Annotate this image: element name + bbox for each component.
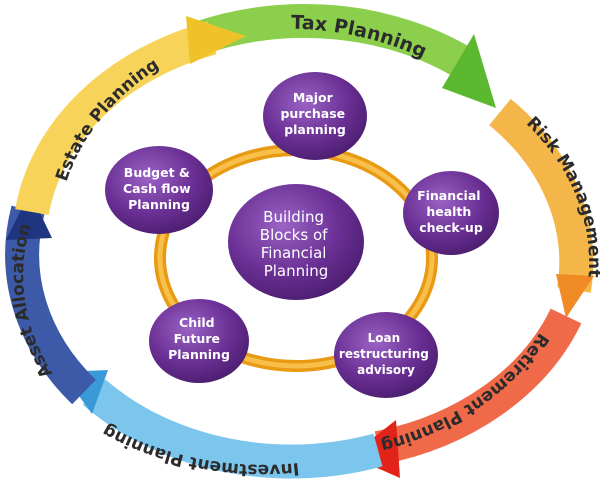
- tax-planning-arrowhead: [442, 34, 496, 108]
- svg-text:Child Future Plann: Child Future Planning: [168, 315, 230, 362]
- asset-allocation-arrowhead: [6, 192, 52, 240]
- node-budget-cashflow: Budget & Cash flow Planning: [105, 146, 213, 234]
- risk-management-arrow: [489, 98, 594, 293]
- svg-text:Loan restructuring: Loan restructuring advisory: [339, 331, 433, 377]
- center-node: Building Blocks of Financial Planning: [228, 184, 364, 300]
- cycle-ring: [5, 3, 594, 479]
- tax-planning-arrow: [194, 3, 471, 77]
- retirement-planning-arrow: [374, 308, 582, 465]
- node-child-future: Child Future Planning: [149, 299, 249, 383]
- investment-planning-arrow: [82, 379, 383, 479]
- node-health-check: Financial health check-up: [403, 171, 499, 255]
- estate-planning-arrow: [15, 21, 217, 216]
- node-loan-restructuring: Loan restructuring advisory: [334, 312, 438, 398]
- node-major-purchase: Major purchase planning: [263, 72, 367, 160]
- svg-text:Budget & Cash flow: Budget & Cash flow Planning: [123, 165, 195, 212]
- center-label: Building Blocks of Financial Planning: [260, 208, 332, 280]
- risk-management-arrowhead: [556, 274, 594, 318]
- svg-text:Major purchase pla: Major purchase planning: [280, 90, 349, 137]
- svg-text:Financial health c: Financial health check-up: [417, 188, 485, 235]
- estate-planning-arrowhead: [186, 16, 246, 64]
